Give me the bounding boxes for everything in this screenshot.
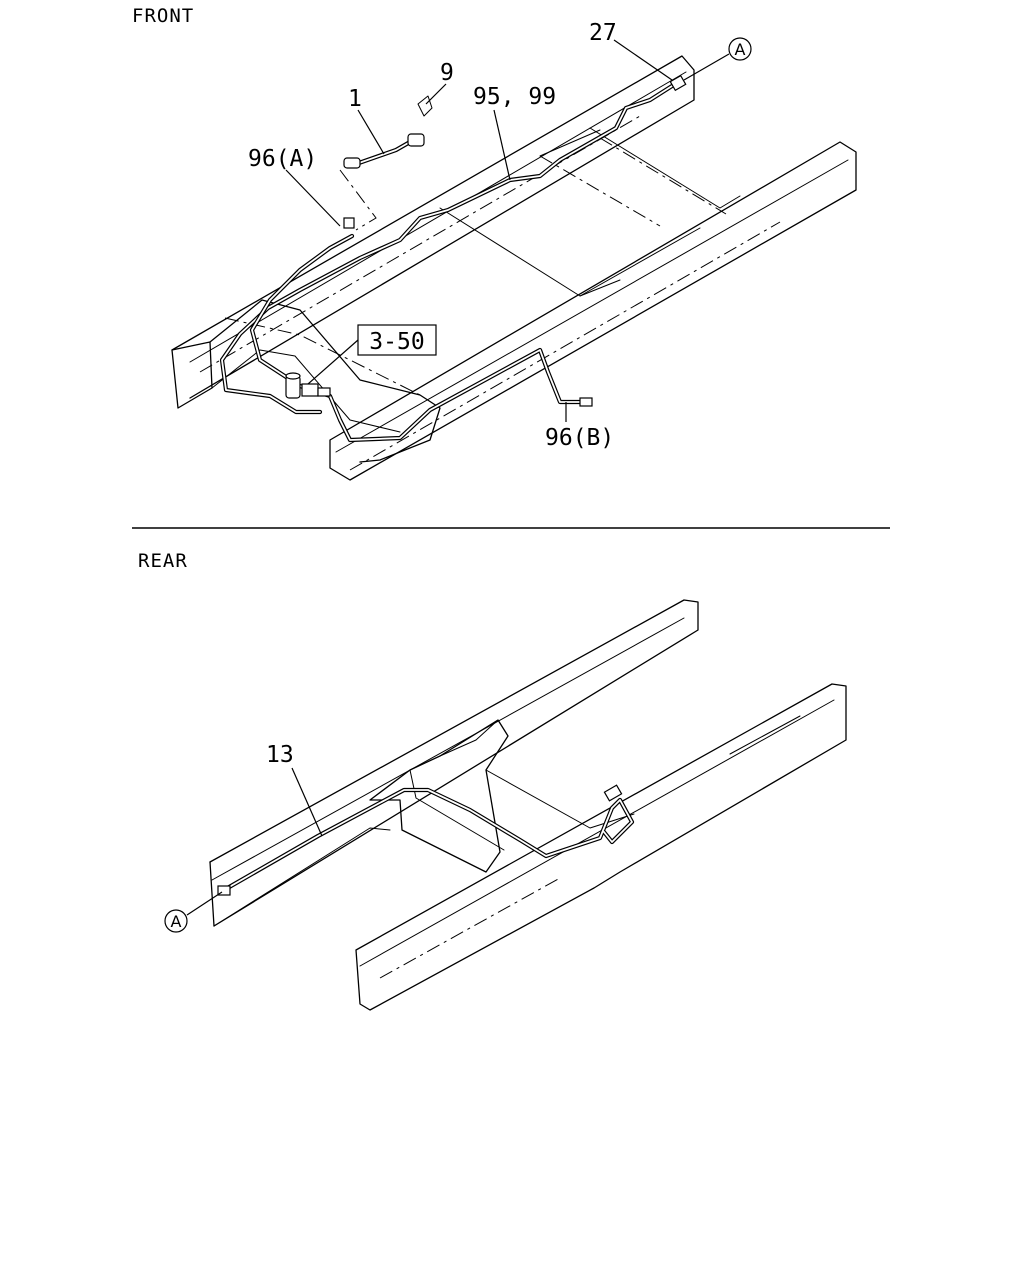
front-brake-pipes [219, 74, 687, 443]
ref-box-3-50 [357, 324, 437, 356]
callout-95-99: 95, 99 [473, 84, 556, 110]
rear-frame [209, 599, 847, 1011]
front-section-title: FRONT [132, 5, 194, 27]
callout-96a: 96(A) [248, 146, 317, 172]
callout-27: 27 [589, 20, 617, 46]
callout-13: 13 [266, 742, 294, 768]
rear-brake-pipe [217, 784, 635, 896]
callout-96b: 96(B) [545, 425, 614, 451]
callout-1: 1 [348, 86, 362, 112]
connector-a-rear: A [171, 912, 182, 931]
front-callouts: 27 A 9 95, 99 1 96(A) 3-50 96(B) [248, 20, 752, 451]
front-frame [171, 55, 857, 481]
callout-3-50: 3-50 [369, 329, 424, 355]
rear-section-title: REAR [138, 550, 188, 572]
rear-callouts: 13 A [164, 742, 323, 933]
callout-9: 9 [440, 60, 454, 86]
connector-a-front: A [735, 40, 746, 59]
